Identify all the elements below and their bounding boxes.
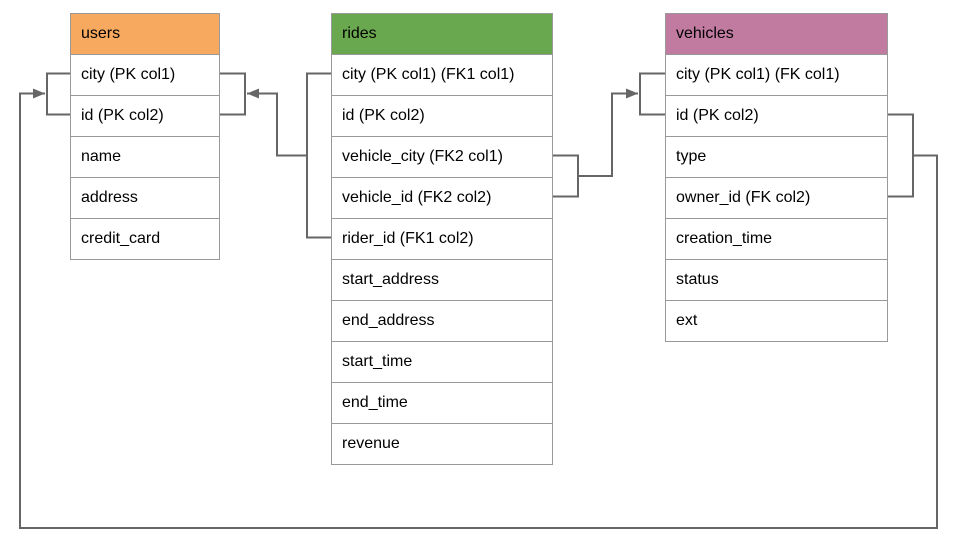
table-row: end_time bbox=[332, 382, 552, 423]
table-users: users city (PK col1) id (PK col2) name a… bbox=[70, 13, 220, 260]
table-row: creation_time bbox=[666, 218, 887, 259]
table-row: id (PK col2) bbox=[332, 95, 552, 136]
table-row: city (PK col1) bbox=[71, 54, 219, 95]
users-left-bracket bbox=[46, 72, 70, 116]
table-row: type bbox=[666, 136, 887, 177]
vehicles-to-users-loop-arrow bbox=[19, 88, 938, 529]
table-row: city (PK col1) (FK col1) bbox=[666, 54, 887, 95]
rides-left-bracket bbox=[306, 72, 331, 239]
table-row: city (PK col1) (FK1 col1) bbox=[332, 54, 552, 95]
table-row: owner_id (FK col2) bbox=[666, 177, 887, 218]
vehicles-right-bracket bbox=[888, 113, 914, 198]
table-row: name bbox=[71, 136, 219, 177]
fk2-connector-arrow bbox=[578, 88, 638, 177]
table-row: credit_card bbox=[71, 218, 219, 259]
table-row: end_address bbox=[332, 300, 552, 341]
table-row: rider_id (FK1 col2) bbox=[332, 218, 552, 259]
table-vehicles: vehicles city (PK col1) (FK col1) id (PK… bbox=[665, 13, 888, 342]
table-row: ext bbox=[666, 300, 887, 341]
table-rides: rides city (PK col1) (FK1 col1) id (PK c… bbox=[331, 13, 553, 465]
table-row: address bbox=[71, 177, 219, 218]
table-row: id (PK col2) bbox=[71, 95, 219, 136]
table-row: status bbox=[666, 259, 887, 300]
table-row: revenue bbox=[332, 423, 552, 464]
vehicles-left-bracket bbox=[639, 72, 665, 116]
table-vehicles-header: vehicles bbox=[666, 14, 887, 54]
fk1-connector-arrow bbox=[247, 88, 307, 157]
table-users-header: users bbox=[71, 14, 219, 54]
table-row: start_address bbox=[332, 259, 552, 300]
users-right-bracket bbox=[220, 72, 246, 116]
table-row: id (PK col2) bbox=[666, 95, 887, 136]
table-row: start_time bbox=[332, 341, 552, 382]
rides-right-bracket bbox=[553, 154, 579, 198]
table-row: vehicle_id (FK2 col2) bbox=[332, 177, 552, 218]
table-row: vehicle_city (FK2 col1) bbox=[332, 136, 552, 177]
table-rides-header: rides bbox=[332, 14, 552, 54]
